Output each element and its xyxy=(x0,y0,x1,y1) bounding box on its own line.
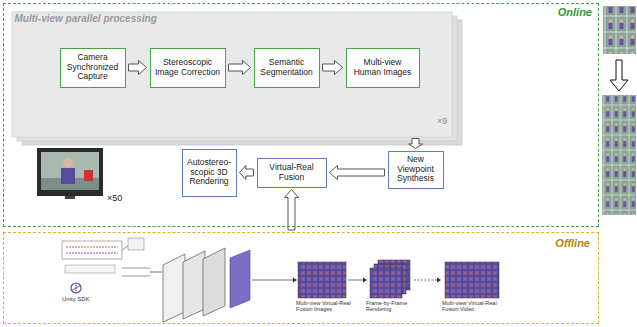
process-box: New Viewpoint Synthesis xyxy=(388,151,444,189)
part-label: Multi-view Virtual-Real Fusion Images xyxy=(296,300,354,313)
view-thumbnails xyxy=(603,6,636,54)
online-region: Camera Synchronized Capture Stereoscopic … xyxy=(3,3,599,227)
box-text: New Viewpoint Synthesis xyxy=(392,155,440,184)
flow-arrow xyxy=(323,61,343,75)
process-box: Autostereo- scopic 3D Rendering xyxy=(182,149,237,197)
parallel-panel: Camera Synchronized Capture Stereoscopic … xyxy=(12,12,452,137)
flow-arrow xyxy=(409,139,423,149)
region-title: Online xyxy=(558,6,592,18)
region-title: Multi-view parallel processing xyxy=(15,13,157,24)
box-text: Camera Synchronized Capture xyxy=(64,53,122,82)
count-label: ×50 xyxy=(107,193,122,203)
region-title: Offline xyxy=(555,237,590,249)
process-box: Camera Synchronized Capture xyxy=(60,48,126,88)
process-box: Virtual-Real Fusion xyxy=(257,158,327,188)
box-text: Virtual-Real Fusion xyxy=(261,163,323,183)
box-text: Semantic Segmentation xyxy=(258,58,316,78)
down-arrow xyxy=(610,60,628,91)
process-box: Stereoscopic Image Correction xyxy=(150,48,226,88)
flow-arrow xyxy=(285,190,299,231)
part-label: Unity SDK xyxy=(62,296,90,303)
count-label: ×9 xyxy=(437,116,447,126)
box-text: Multi-view Human Images xyxy=(350,58,416,78)
part-label: Multi-view Virtual-Real Fusion Video xyxy=(442,300,506,313)
part-label: Frame-by-Frame Rendering xyxy=(366,300,422,313)
offline-illustration xyxy=(62,238,499,322)
box-text: Autostereo- scopic 3D Rendering xyxy=(186,158,233,187)
panel-ground xyxy=(12,12,452,137)
view-thumbnails xyxy=(602,95,636,215)
process-box: Semantic Segmentation xyxy=(254,48,320,88)
flow-arrow xyxy=(129,61,147,75)
box-text: Stereoscopic Image Correction xyxy=(154,58,222,78)
process-box: Multi-view Human Images xyxy=(346,48,420,88)
flow-arrow xyxy=(229,61,251,75)
flow-arrow xyxy=(240,166,254,180)
monitor-picture xyxy=(37,148,103,199)
flow-arrow xyxy=(330,166,385,180)
